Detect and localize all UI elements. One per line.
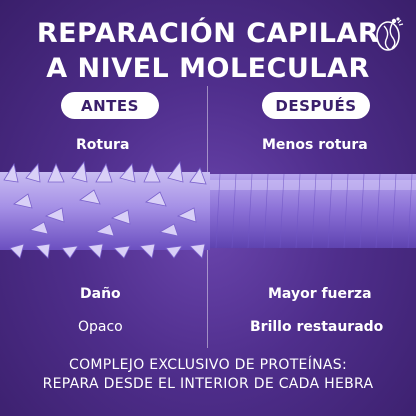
healthy-hair-strand <box>210 173 416 249</box>
damaged-hair-strand <box>0 160 210 259</box>
hair-strand-illustration <box>0 160 416 259</box>
head-silhouette-icon <box>376 17 404 51</box>
after-badge: DESPUÉS <box>262 92 370 119</box>
title-line-1: REPARACIÓN CAPILAR <box>36 18 380 49</box>
footer-line-2: REPARA DESDE EL INTERIOR DE CADA HEBRA <box>42 376 374 392</box>
after-top-caption: Menos rotura <box>262 137 368 153</box>
footer-line-1: COMPLEJO EXCLUSIVO DE PROTEÍNAS: <box>69 357 347 373</box>
before-bottom-caption: Opaco <box>78 319 123 335</box>
before-badge: ANTES <box>61 92 159 119</box>
before-top-caption: Rotura <box>76 137 130 153</box>
footer-tagline: COMPLEJO EXCLUSIVO DE PROTEÍNAS: REPARA … <box>0 356 416 394</box>
before-mid-caption: Daño <box>80 286 121 302</box>
after-mid-caption: Mayor fuerza <box>268 286 372 302</box>
page-title: REPARACIÓN CAPILAR A NIVEL MOLECULAR <box>0 16 416 86</box>
after-bottom-caption: Brillo restaurado <box>250 319 384 335</box>
title-line-2: A NIVEL MOLECULAR <box>46 53 370 84</box>
